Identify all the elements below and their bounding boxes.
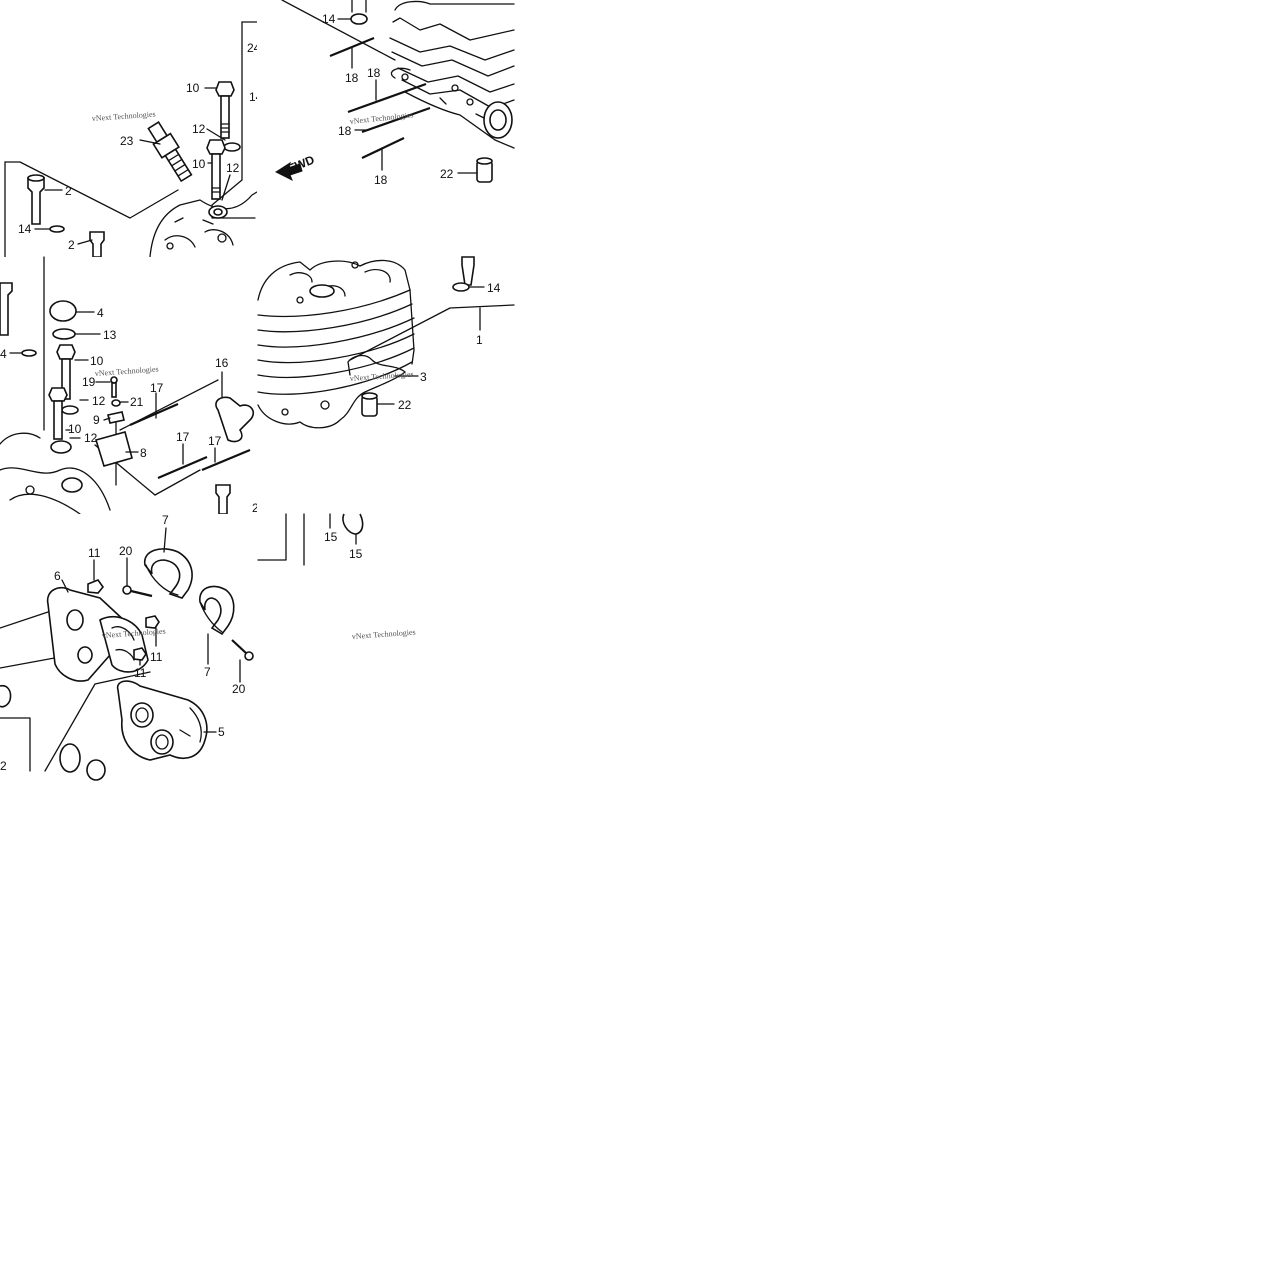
callout-label: 18 [367,66,381,80]
callout-label: 10 [90,354,104,368]
callout-label: 10 [192,157,206,171]
callout-label: 12 [84,431,98,445]
callout-label: 16 [215,356,229,370]
callout-label: 3 [420,370,427,384]
watermark: vNext Technologies [95,365,159,378]
callout-label: 22 [440,167,454,181]
callout-label: 6 [54,569,61,583]
callout-label: 9 [93,413,100,427]
callout-label: 11 [88,546,101,560]
callout-label: 1 [476,333,483,347]
callout-label: 18 [345,71,359,85]
tile-cylinder-fins: 14 1 3 22 vNext Technologies [257,256,515,514]
watermark: vNext Technologies [350,370,414,383]
callout-label: 18 [374,173,388,187]
callout-label: 14 [487,281,501,295]
callout-label: 11 [134,666,147,680]
callout-label: 23 [120,134,134,148]
callout-label: 5 [218,725,225,739]
watermark: vNext Technologies [102,627,166,640]
callout-label: 11 [150,650,163,664]
tile-block-top: FWD 14 18 18 18 18 22 vNext Technologies [257,0,515,257]
tile-head-bolts: 4 13 10 19 12 21 9 10 12 8 16 17 17 17 2… [0,256,259,515]
callout-label: 10 [186,81,200,95]
callout-label: 2 [0,759,7,773]
callout-label: 15 [324,530,338,544]
callout-label: 17 [176,430,190,444]
callout-label: 17 [150,381,164,395]
callout-label: 2 [68,238,75,252]
callout-label: 2 [65,184,72,198]
callout-label: 19 [82,375,96,389]
callout-label: 15 [349,547,363,561]
callout-label: 14 [322,12,336,26]
callout-label: 12 [92,394,106,408]
callout-label: 14 [18,222,32,236]
callout-label: 12 [226,161,240,175]
callout-label: 7 [162,513,169,527]
callout-label: 4 [0,347,7,361]
callout-label: 20 [232,682,246,696]
watermark: vNext Technologies [352,628,416,641]
callout-label: 2 [252,501,259,515]
callout-label: 7 [204,665,211,679]
callout-label: 17 [208,434,222,448]
watermark: vNext Technologies [92,110,156,123]
tile-head-left: 24 14 10 12 23 10 12 2 14 2 vNext Techno… [0,0,263,258]
tile-intake: 7 11 20 6 11 11 7 20 5 2 vNext Technolog… [0,513,257,781]
callout-label: 20 [119,544,133,558]
callout-label: 21 [130,395,144,409]
callout-label: 18 [338,124,352,138]
callout-label: 13 [103,328,117,342]
callout-label: 12 [192,122,206,136]
callout-label: 10 [68,422,82,436]
callout-label: 22 [398,398,412,412]
callout-label: 4 [97,306,104,320]
callout-label: 8 [140,446,147,460]
tile-fragment: 15 15 vNext Technologies [257,513,514,771]
